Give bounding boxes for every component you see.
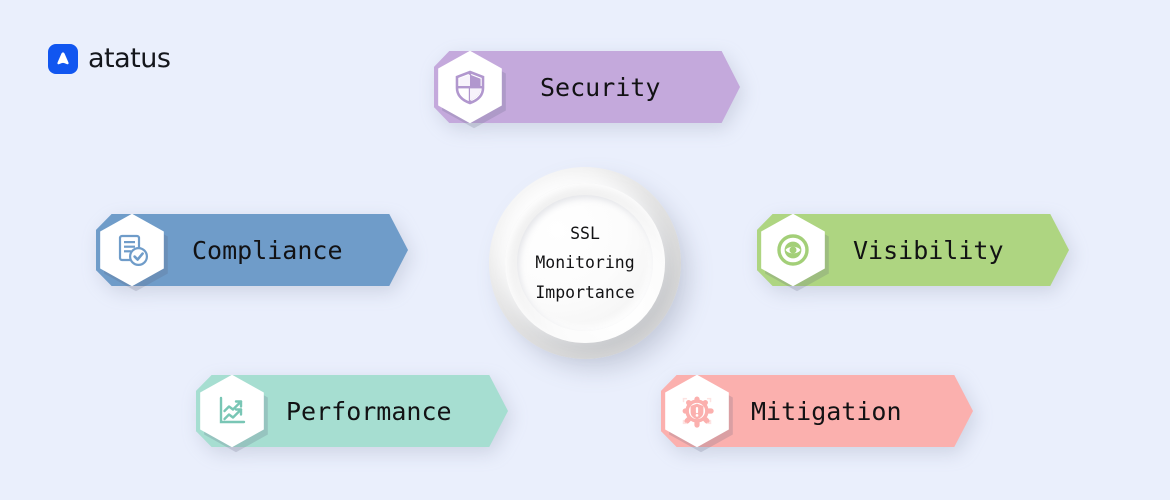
hub-title: SSL Monitoring Importance [535, 223, 635, 302]
brand-name: atatus [88, 43, 171, 74]
hub-ring-middle: SSL Monitoring Importance [505, 183, 665, 343]
diagram-center-hub: SSL Monitoring Importance [489, 167, 681, 359]
document-check-icon [93, 211, 171, 292]
gear-alert-icon [658, 372, 736, 453]
diagram-node-performance[interactable]: Performance [193, 372, 508, 453]
node-label: Visibility [853, 235, 1004, 265]
shield-icon [431, 48, 509, 129]
eye-target-icon [754, 211, 832, 292]
hub-core: SSL Monitoring Importance [517, 195, 653, 331]
node-label: Security [540, 72, 661, 102]
diagram-node-visibility[interactable]: Visibility [754, 211, 1069, 292]
diagram-node-compliance[interactable]: Compliance [93, 211, 408, 292]
growth-chart-icon [193, 372, 271, 453]
node-label: Mitigation [751, 396, 902, 426]
node-label: Performance [286, 396, 452, 426]
node-label: Compliance [192, 235, 343, 265]
brand-logo: atatus [48, 43, 171, 74]
diagram-node-mitigation[interactable]: Mitigation [658, 372, 973, 453]
diagram-node-security[interactable]: Security [431, 48, 740, 129]
atatus-triangle-logo-icon [48, 43, 78, 74]
